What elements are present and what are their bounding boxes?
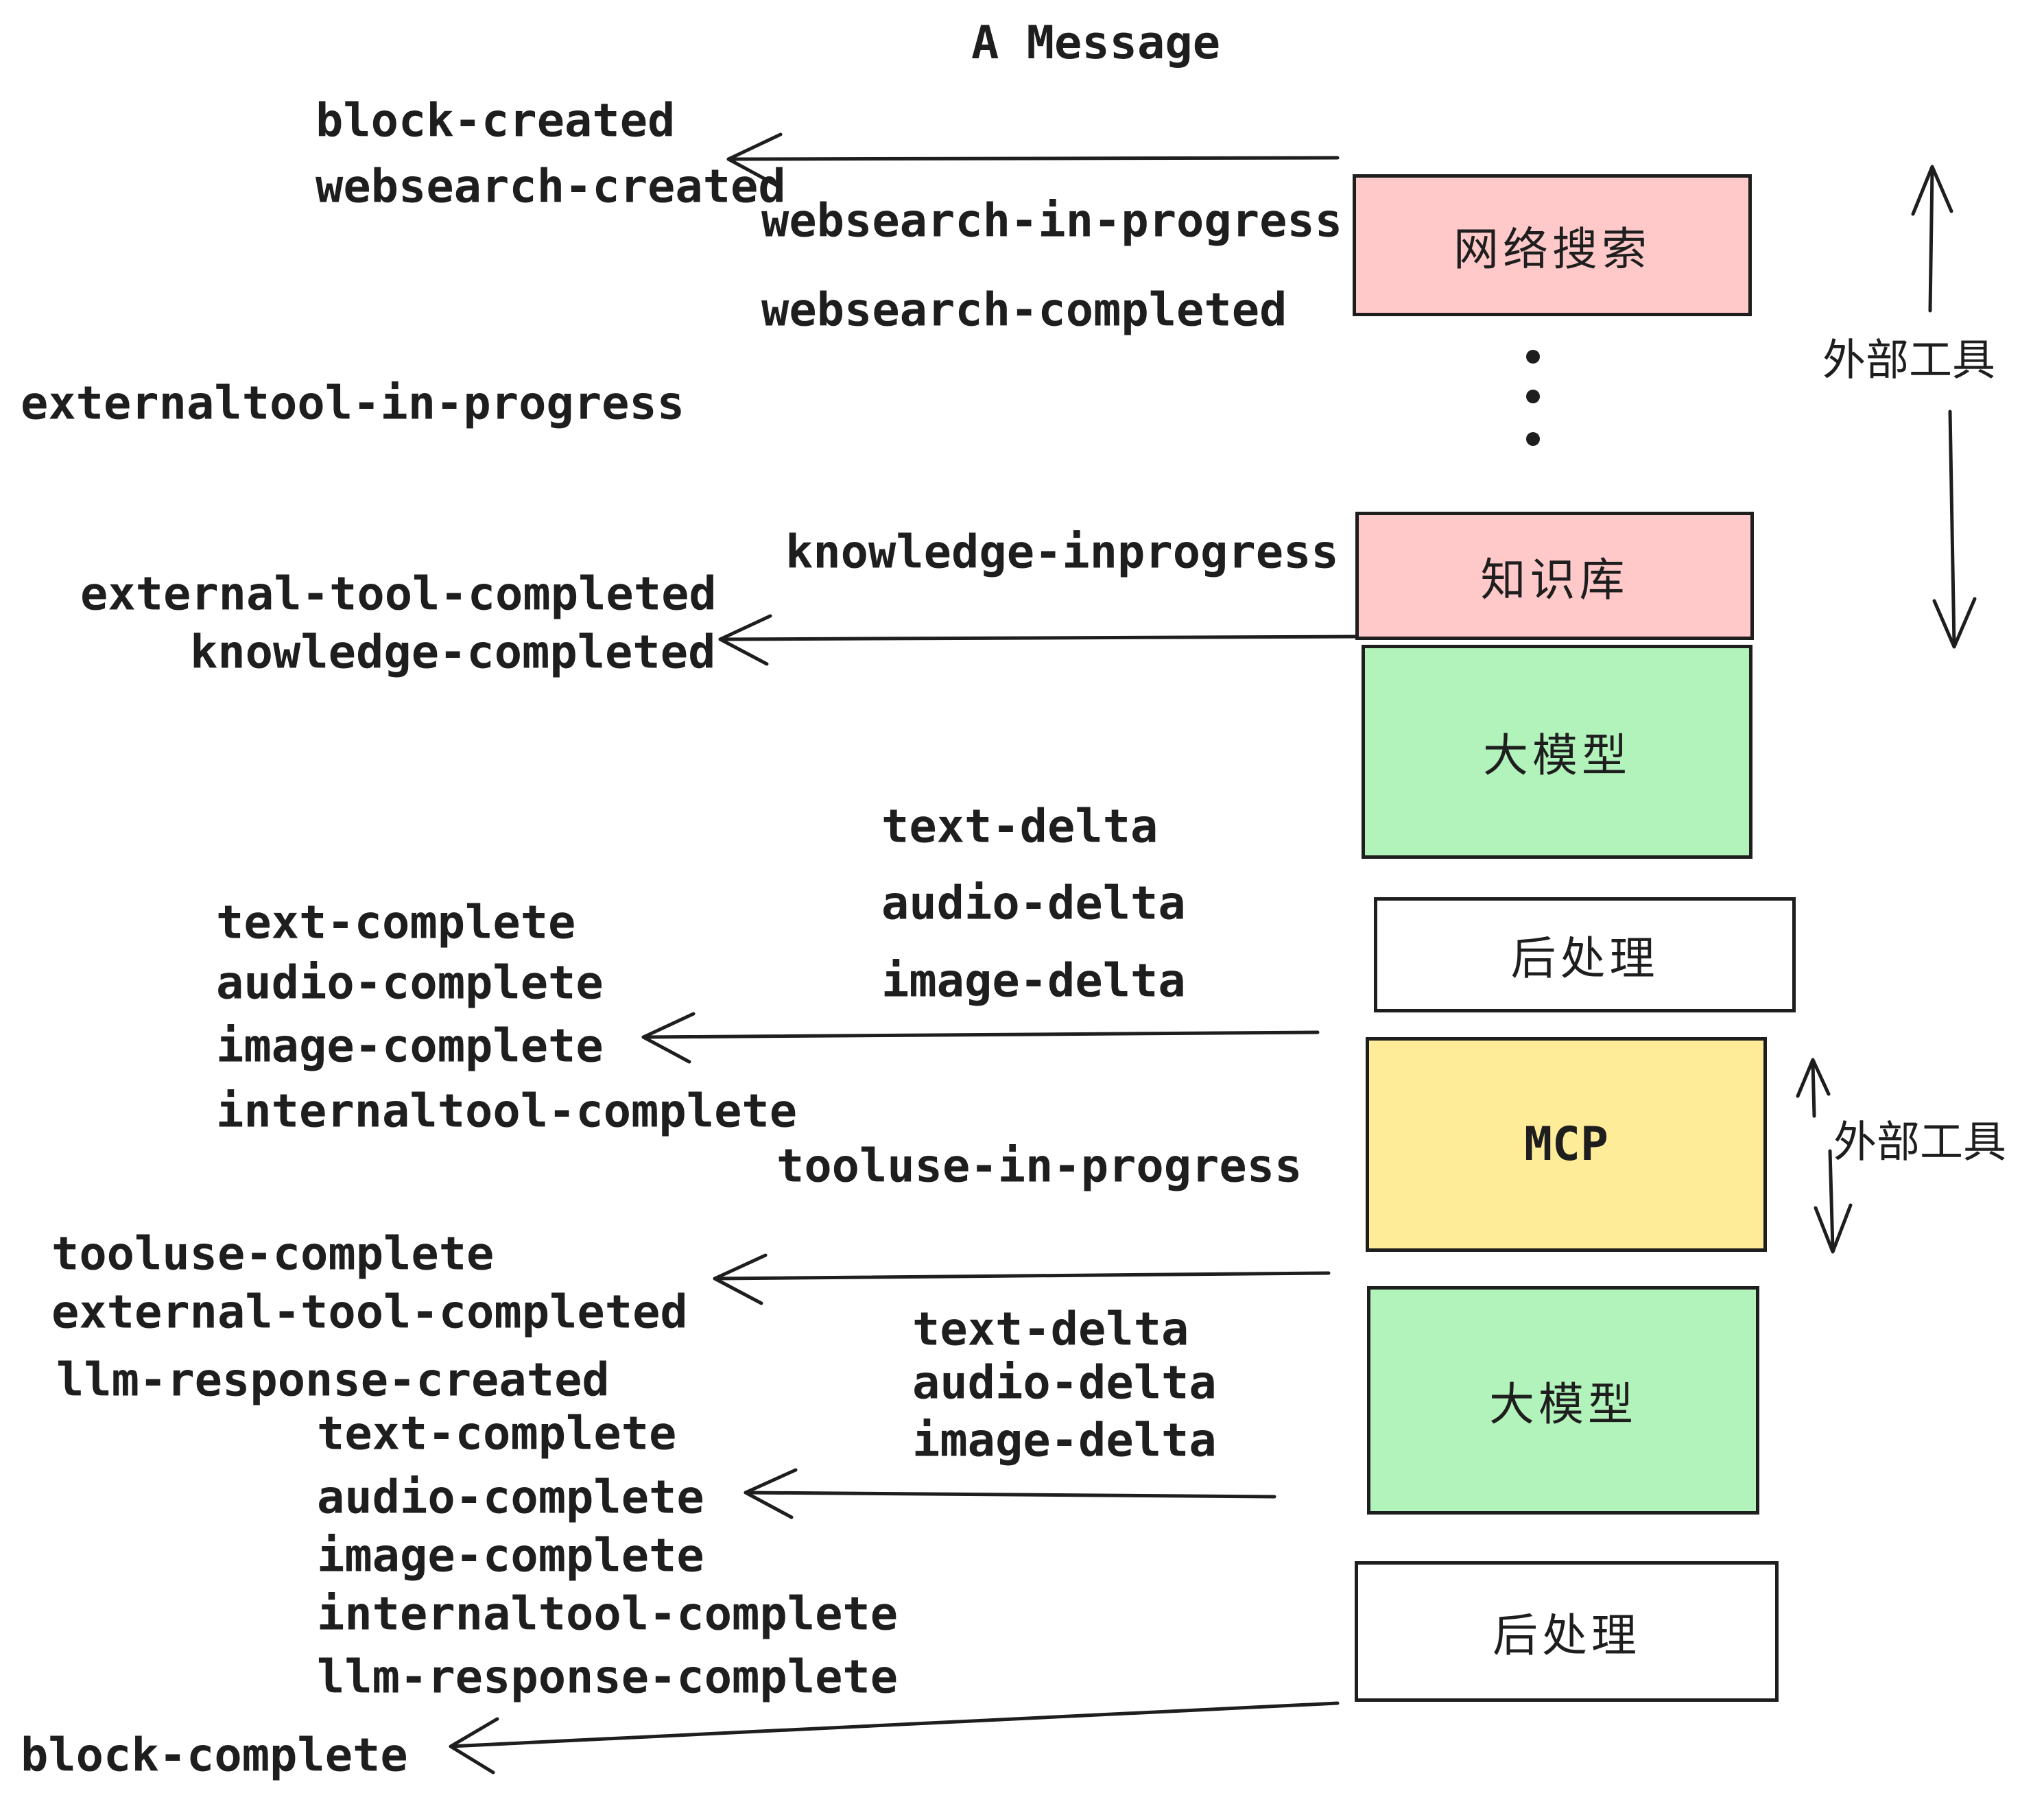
event-llm-response-created: llm-response-created	[56, 1353, 610, 1407]
double-arrow-external-tools-top	[1911, 165, 1977, 649]
external-tools-label-mcp: 外部工具	[1833, 1118, 2006, 1167]
ellipsis-dots	[1526, 350, 1540, 446]
event-websearch-in-progress: websearch-in-progress	[761, 193, 1343, 248]
event-internaltool-complete-2: internaltool-complete	[317, 1587, 899, 1641]
knowledge-base-box: 知识库	[1355, 512, 1754, 640]
post-process-label-2: 后处理	[1493, 1609, 1641, 1661]
web-search-box: 网络搜索	[1353, 174, 1752, 316]
event-external-tool-completed: external-tool-completed	[80, 567, 717, 621]
external-tools-label-top: 外部工具	[1822, 336, 1995, 385]
event-image-delta-2: image-delta	[912, 1413, 1217, 1467]
event-websearch-completed: websearch-completed	[761, 283, 1287, 337]
event-internaltool-complete-1: internaltool-complete	[216, 1084, 798, 1138]
arrow-audio-complete	[744, 1468, 1276, 1519]
event-text-delta-2: text-delta	[912, 1302, 1189, 1356]
event-audio-delta-1: audio-delta	[881, 876, 1186, 930]
diagram-title: A Message	[971, 16, 1221, 69]
event-tooluse-complete: tooluse-complete	[51, 1226, 495, 1281]
arrow-block-created	[726, 132, 1340, 187]
llm-box-2: 大模型	[1367, 1286, 1759, 1515]
event-text-complete-2: text-complete	[317, 1406, 677, 1460]
event-image-complete-2: image-complete	[317, 1528, 704, 1582]
event-block-created: block-created	[316, 93, 676, 147]
event-audio-delta-2: audio-delta	[912, 1355, 1217, 1410]
arrow-tooluse-complete	[713, 1253, 1331, 1305]
arrow-image-complete	[641, 1012, 1320, 1064]
mcp-box: MCP	[1366, 1037, 1767, 1252]
event-externaltool-in-progress: externaltool-in-progress	[21, 376, 685, 430]
knowledge-base-label: 知识库	[1480, 554, 1629, 605]
event-block-complete: block-complete	[21, 1728, 408, 1782]
mcp-label: MCP	[1524, 1117, 1608, 1172]
event-image-complete-1: image-complete	[216, 1019, 604, 1073]
event-tooluse-in-progress: tooluse-in-progress	[776, 1139, 1303, 1193]
llm-label-2: 大模型	[1489, 1378, 1637, 1429]
event-external-tool-completed-2: external-tool-completed	[51, 1285, 688, 1339]
llm-box-1: 大模型	[1362, 645, 1752, 859]
event-websearch-created: websearch-created	[316, 159, 786, 213]
event-llm-response-complete: llm-response-complete	[317, 1650, 899, 1704]
web-search-label: 网络搜索	[1453, 223, 1651, 274]
arrow-block-complete	[449, 1701, 1340, 1775]
llm-label-1: 大模型	[1483, 730, 1631, 781]
event-text-complete-1: text-complete	[216, 895, 576, 949]
event-image-delta-1: image-delta	[881, 953, 1186, 1008]
post-process-label-1: 后处理	[1510, 933, 1659, 984]
event-audio-complete-2: audio-complete	[317, 1470, 704, 1524]
arrow-knowledge-completed	[718, 614, 1364, 666]
event-text-delta-1: text-delta	[881, 799, 1158, 853]
post-process-box-1: 后处理	[1374, 897, 1796, 1012]
event-audio-complete-1: audio-complete	[216, 956, 604, 1010]
event-knowledge-completed: knowledge-completed	[190, 625, 716, 679]
post-process-box-2: 后处理	[1355, 1561, 1779, 1702]
event-knowledge-inprogress: knowledge-inprogress	[785, 525, 1339, 579]
